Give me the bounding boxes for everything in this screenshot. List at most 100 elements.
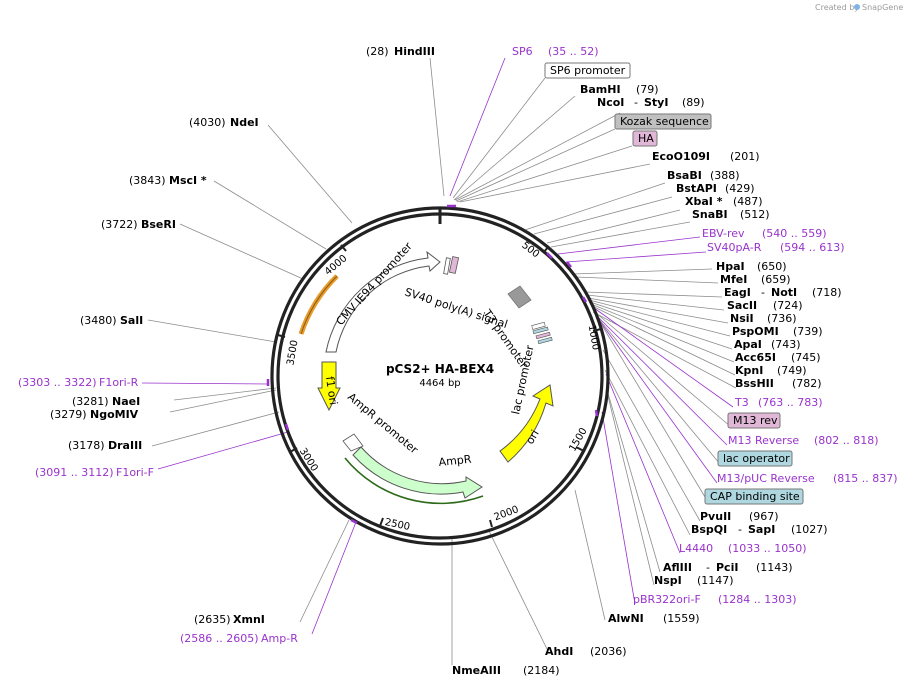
leader-lines [141, 57, 737, 665]
leader-afliii [606, 389, 661, 573]
pbr-name: pBR322ori-F [633, 593, 701, 606]
ncoi-pos: (89) [682, 96, 705, 109]
leader-m13rev [595, 312, 731, 427]
f1-backbone-arc-line [300, 275, 338, 335]
plasmid-name: pCS2+ HA-BEX4 [386, 362, 494, 376]
m13puc-name: M13/pUC Reverse [717, 472, 815, 485]
sali-pos: (3480) [80, 314, 117, 327]
leader-bspqi [604, 369, 691, 536]
sv40pa-range: (594 .. 613) [780, 241, 845, 254]
bspqi-sep: - [738, 523, 742, 536]
leader-cap [599, 321, 709, 503]
acc65i-name: Acc65I [735, 351, 776, 364]
nmeaiii-name: NmeAIII [452, 664, 501, 677]
leader-mfei [575, 276, 719, 284]
tick-marks [277, 244, 602, 528]
m13reverse-range: (802 .. 818) [814, 434, 879, 447]
ampr-primer-name: Amp-R [261, 632, 298, 645]
sv40-polya-box [507, 285, 532, 309]
nspi-pos: (1147) [697, 574, 734, 587]
lac-operator-tag [717, 450, 793, 467]
leader-pbr [601, 411, 636, 605]
t3-mark [581, 296, 588, 303]
leader-ndei [267, 124, 353, 224]
ndei-pos: (4030) [189, 116, 226, 129]
kozak-name: Kozak sequence [620, 115, 709, 128]
ampr-promoter-arrow [342, 433, 364, 452]
cmv-promoter-arrow [325, 250, 441, 353]
leader-xmni [299, 519, 350, 623]
mfei-pos: (659) [761, 273, 791, 286]
pbr-mark [594, 409, 599, 417]
ncoi-name: NcoI [597, 96, 624, 109]
backbone-primer-marks [266, 204, 599, 525]
pbr-range: (1284 .. 1303) [718, 593, 797, 606]
leader-lacop [597, 317, 721, 465]
f1orif-name: F1ori-F [116, 466, 154, 479]
ebv-mark [546, 252, 553, 259]
eagi-name: EagI [724, 286, 751, 299]
hindiii-name: HindIII [394, 45, 435, 58]
leader-snabi [550, 221, 691, 248]
leader-ahdi [487, 528, 549, 652]
nsii-pos: (736) [767, 312, 797, 325]
draiii-name: DraIII [108, 439, 142, 452]
snapgene-logo-icon [854, 4, 860, 10]
cap-site-tag [704, 488, 804, 505]
nspi-name: NspI [654, 574, 682, 587]
kpni-name: KpnI [735, 364, 763, 377]
sp6-promoter-box [443, 257, 451, 275]
ncoi-sep: - [634, 96, 638, 109]
bamhi-pos: (79) [636, 83, 659, 96]
bseri-name: BseRI [141, 218, 176, 231]
kozak-tag [614, 113, 712, 130]
bspqi-pos: (1027) [791, 523, 828, 536]
naei-name: NaeI [112, 395, 140, 408]
sapi-name: SapI [748, 523, 775, 536]
sacii-pos: (724) [773, 299, 803, 312]
t3-promoter-box [531, 321, 546, 330]
leader-bsshii [592, 311, 737, 389]
tick-2500 [379, 517, 384, 527]
snapgene-credit: Created by SnapGene [815, 3, 903, 12]
nmeaiii-pos: (2184) [523, 664, 560, 677]
leader-acc65i [590, 303, 735, 363]
leader-xbai [546, 209, 681, 244]
tick-1500 [575, 446, 585, 452]
leader-naei [173, 387, 277, 401]
bsshii-pos: (782) [792, 377, 822, 390]
leader-nsii [587, 297, 729, 324]
styi-name: StyI [644, 96, 668, 109]
ndei-name: NdeI [230, 116, 259, 129]
l4440-range: (1033 .. 1050) [728, 542, 807, 555]
tick-label-4000: 4000 [323, 253, 350, 278]
leader-ngomiv [169, 389, 277, 413]
xmni-name: XmnI [233, 613, 265, 626]
leader-kpni [591, 305, 736, 376]
t3-primer-name: T3 [734, 396, 749, 409]
leader-draiii [151, 411, 280, 447]
leader-sp6 [449, 57, 506, 197]
bsshii-name: BssHII [735, 377, 774, 390]
leader-pvuii [602, 349, 701, 522]
alwni-name: AlwNI [608, 612, 644, 625]
leader-bsabi [524, 182, 666, 231]
leader-t3 [593, 307, 734, 408]
pcii-name: PciI [716, 561, 738, 574]
ha-feature-box [448, 256, 460, 274]
leader-sp6-promoter [452, 77, 546, 199]
naei-pos: (3281) [72, 395, 109, 408]
tick-3000 [289, 447, 298, 453]
afliii-name: AflIII [663, 561, 692, 574]
bseri-pos: (3722) [101, 218, 138, 231]
xbai-name: XbaI * [685, 195, 723, 208]
pvuii-name: PvuII [700, 510, 731, 523]
ori-label: ori [523, 428, 541, 447]
leader-msci [213, 180, 327, 250]
m13rev-box [535, 331, 551, 340]
sp6-range: (35 .. 52) [548, 45, 599, 58]
f1-ori-arrow [317, 361, 341, 412]
eagi-sep: - [761, 286, 765, 299]
leader-apai [589, 301, 733, 350]
